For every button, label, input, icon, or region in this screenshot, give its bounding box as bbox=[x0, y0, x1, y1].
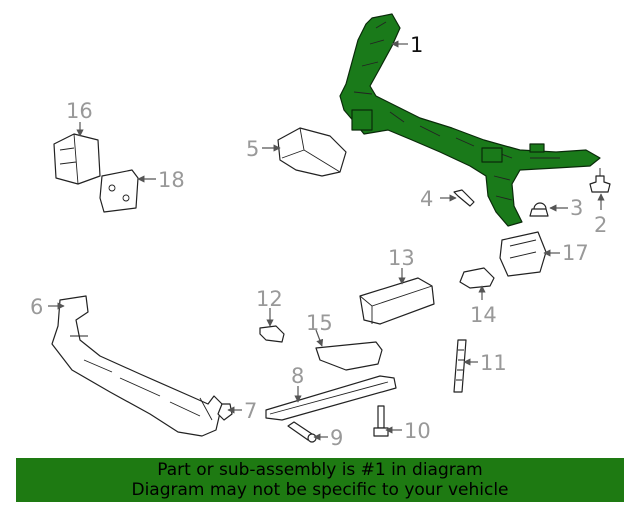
callout-15[interactable]: 15 bbox=[306, 311, 333, 335]
part-12-bracket[interactable] bbox=[259, 325, 285, 343]
banner-line-2: Diagram may not be specific to your vehi… bbox=[131, 480, 509, 500]
callout-17[interactable]: 17 bbox=[562, 241, 589, 265]
part-1-radiator-support[interactable] bbox=[339, 13, 601, 227]
part-15-deflector[interactable] bbox=[315, 341, 383, 371]
part-9-bolt[interactable] bbox=[287, 421, 317, 443]
part-18-bracket[interactable] bbox=[99, 169, 139, 213]
part-3-bolt[interactable] bbox=[529, 202, 549, 217]
callout-8[interactable]: 8 bbox=[291, 364, 304, 388]
callout-3[interactable]: 3 bbox=[570, 196, 583, 220]
part-2-clip[interactable] bbox=[589, 168, 611, 193]
callout-9[interactable]: 9 bbox=[330, 426, 343, 450]
part-14-bracket[interactable] bbox=[459, 267, 495, 289]
callout-18[interactable]: 18 bbox=[158, 168, 185, 192]
callout-4[interactable]: 4 bbox=[420, 187, 433, 211]
callout-6[interactable]: 6 bbox=[30, 295, 43, 319]
leader-lines bbox=[48, 40, 605, 441]
part-11-strip[interactable] bbox=[453, 339, 467, 393]
part-4-screw[interactable] bbox=[453, 189, 475, 207]
callout-14[interactable]: 14 bbox=[470, 303, 497, 327]
callout-16[interactable]: 16 bbox=[66, 99, 93, 123]
banner-line-1: Part or sub-assembly is #1 in diagram bbox=[157, 460, 483, 480]
part-10-bolt[interactable] bbox=[373, 405, 389, 437]
callout-labels: 1 2 3 4 5 6 7 8 9 10 11 12 13 14 15 16 1… bbox=[30, 33, 607, 450]
part-13-bracket[interactable] bbox=[359, 277, 435, 325]
part-5-air-guide[interactable] bbox=[277, 127, 347, 177]
callout-5[interactable]: 5 bbox=[246, 137, 259, 161]
info-banner: Part or sub-assembly is #1 in diagram Di… bbox=[16, 458, 624, 502]
part-17-housing[interactable] bbox=[499, 231, 547, 277]
callout-11[interactable]: 11 bbox=[480, 351, 507, 375]
callout-10[interactable]: 10 bbox=[404, 419, 431, 443]
callout-1[interactable]: 1 bbox=[410, 33, 423, 57]
callout-13[interactable]: 13 bbox=[388, 246, 415, 270]
part-16-housing[interactable] bbox=[53, 133, 101, 185]
callout-12[interactable]: 12 bbox=[256, 287, 283, 311]
part-8-lower-rail[interactable] bbox=[265, 375, 397, 421]
part-6-lower-support[interactable] bbox=[51, 295, 223, 437]
callout-7[interactable]: 7 bbox=[244, 399, 257, 423]
callout-2[interactable]: 2 bbox=[594, 213, 607, 237]
